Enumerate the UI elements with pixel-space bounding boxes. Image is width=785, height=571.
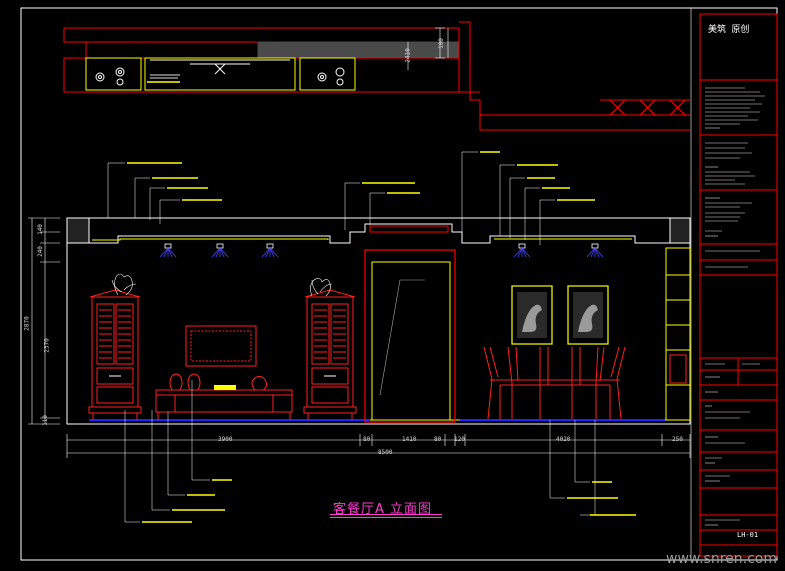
dim-seg-6: 4020 [556, 436, 571, 443]
title-block-notes [705, 87, 765, 526]
tv-cabinet [155, 373, 293, 420]
dim-seg-7: 250 [672, 436, 683, 443]
dim-left-total: 2870 [23, 316, 31, 331]
title-underline [330, 514, 442, 515]
dim-seg-2: 80 [363, 436, 371, 443]
title-underline-2 [330, 517, 442, 518]
dim-seg-5: 120 [454, 436, 465, 443]
right-cabinet [303, 289, 357, 420]
dim-top: 2410 [404, 48, 412, 63]
inner-frame [20, 7, 692, 561]
dim-seg-4: 80 [434, 436, 442, 443]
tv-frame [185, 325, 257, 367]
plan-view [63, 21, 690, 131]
company-name: 美筑 原创 [708, 25, 750, 35]
annotation-texts [127, 81, 636, 523]
title-block [699, 13, 778, 557]
dim-left-1: 140 [36, 224, 44, 235]
right-shelf [665, 247, 691, 421]
drawing-title: 客餐厅A 立面图 [333, 502, 433, 517]
dim-left-2: 240 [36, 246, 44, 257]
watermark: www.snren.com [666, 551, 777, 567]
dim-left-4: 110 [41, 415, 49, 426]
dim-seg-1: 3900 [218, 436, 233, 443]
tv-box [214, 385, 236, 390]
dimension-lines [28, 27, 691, 458]
dim-left-3: 2370 [43, 338, 51, 353]
dim-seg-3: 1410 [402, 436, 417, 443]
dining-set [483, 346, 626, 420]
dim-top-small: 100 [437, 38, 445, 49]
dim-total-width: 8500 [378, 449, 393, 456]
doorway [364, 249, 456, 423]
sheet-code: LH-01 [737, 531, 759, 539]
spotlights [159, 243, 604, 258]
left-plant [111, 273, 137, 296]
left-cabinet [88, 289, 142, 420]
wall-paintings [511, 285, 609, 345]
right-plant [310, 278, 333, 297]
